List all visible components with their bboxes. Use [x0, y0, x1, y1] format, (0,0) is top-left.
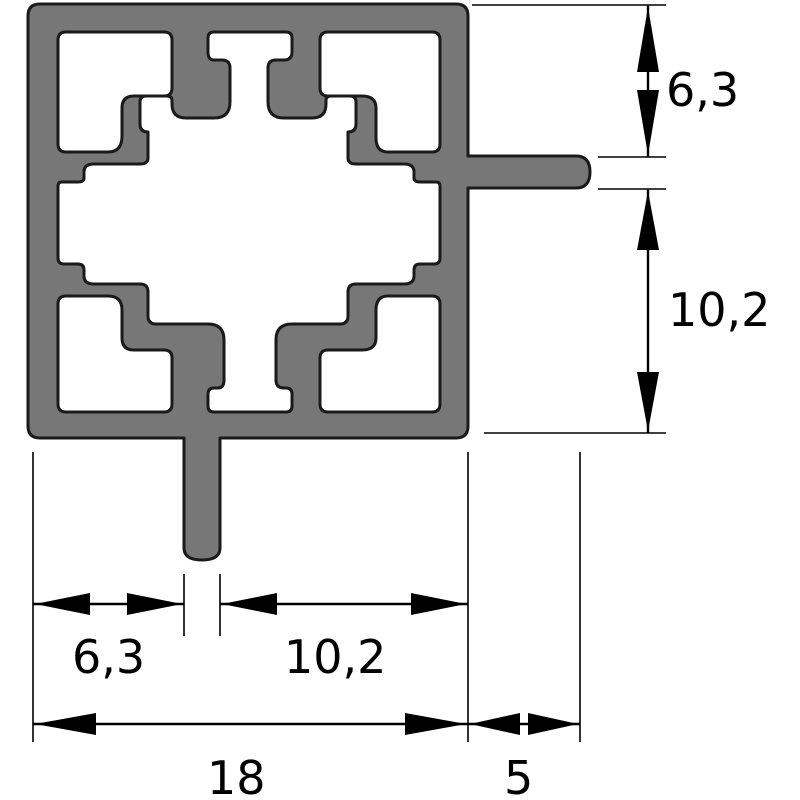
arrow-bottom-total-start — [35, 713, 96, 735]
arrow-right-lower-bottom — [637, 372, 659, 431]
arrow-bottom-total-end — [405, 713, 466, 735]
arrow-right-lower-top — [637, 191, 659, 250]
profile-outline — [26, 2, 592, 562]
arrow-bottom-fin-start — [470, 713, 520, 735]
dim-label-bottom-left: 6,3 — [72, 630, 145, 684]
dim-label-right-lower: 10,2 — [668, 283, 770, 337]
dim-label-bottom-total: 18 — [207, 751, 266, 800]
arrow-bottom-right-start — [222, 593, 277, 615]
arrow-bottom-left-start — [35, 593, 90, 615]
dim-label-right-upper: 6,3 — [666, 63, 739, 117]
dim-label-bottom-right: 10,2 — [284, 630, 386, 684]
right-dimensions: 6,3 10,2 — [472, 4, 770, 434]
arrow-bottom-fin-end — [528, 713, 578, 735]
bottom-dimensions: 6,3 10,2 18 5 — [32, 452, 581, 800]
dim-label-bottom-fin: 5 — [504, 751, 533, 800]
arrow-right-upper-top — [637, 7, 659, 72]
arrow-bottom-right-end — [411, 593, 466, 615]
arrow-bottom-left-end — [127, 593, 182, 615]
profile-cross-section — [26, 2, 592, 562]
arrow-right-upper-bottom — [637, 90, 659, 155]
